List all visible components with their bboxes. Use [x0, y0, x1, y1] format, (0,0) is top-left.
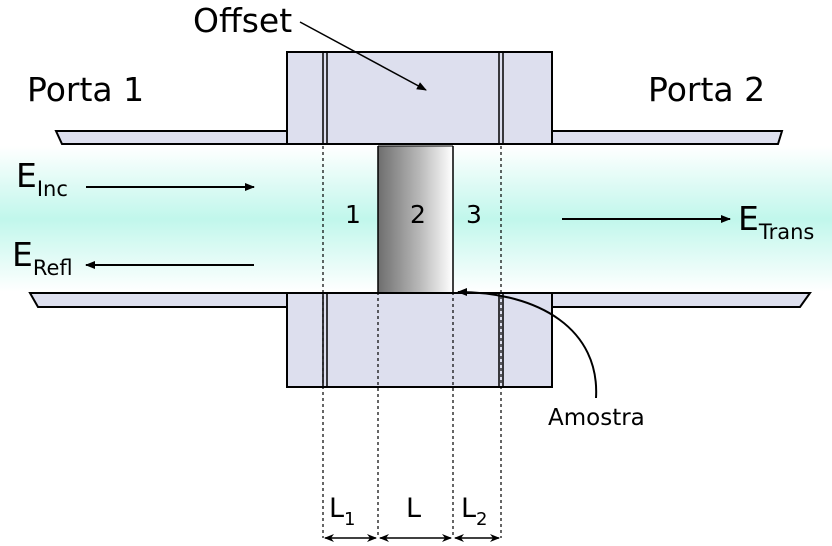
e-refl-label: ERefl [12, 235, 73, 280]
sample-label: Amostra [548, 405, 645, 431]
region1-label: 1 [345, 200, 361, 229]
e-inc-subscript: Inc [37, 177, 68, 201]
e-trans-label: ETrans [738, 199, 814, 244]
top-wall-left [54, 130, 288, 145]
port2-label: Porta 2 [648, 70, 765, 109]
bottom-flange [286, 292, 553, 388]
bottom-wall-right [551, 292, 812, 308]
region3-label: 3 [466, 200, 482, 229]
l1-label: L1 [329, 493, 356, 530]
e-trans-subscript: Trans [758, 220, 815, 244]
port1-label: Porta 1 [27, 70, 144, 109]
sample-block [378, 146, 453, 292]
l-label: L [406, 493, 421, 524]
sample-pointer-arrow [457, 288, 598, 399]
e-inc-label: EInc [16, 156, 68, 201]
bottom-wall-left [28, 292, 288, 308]
l1-subscript: 1 [344, 509, 355, 530]
region2-label: 2 [410, 200, 426, 229]
offset-pointer-arrow [299, 21, 427, 91]
top-wall-right [551, 130, 784, 145]
l2-label: L2 [461, 493, 488, 530]
e-refl-subscript: Refl [33, 256, 73, 280]
top-flange [286, 51, 553, 145]
offset-label: Offset [193, 1, 292, 40]
l2-subscript: 2 [476, 509, 487, 530]
